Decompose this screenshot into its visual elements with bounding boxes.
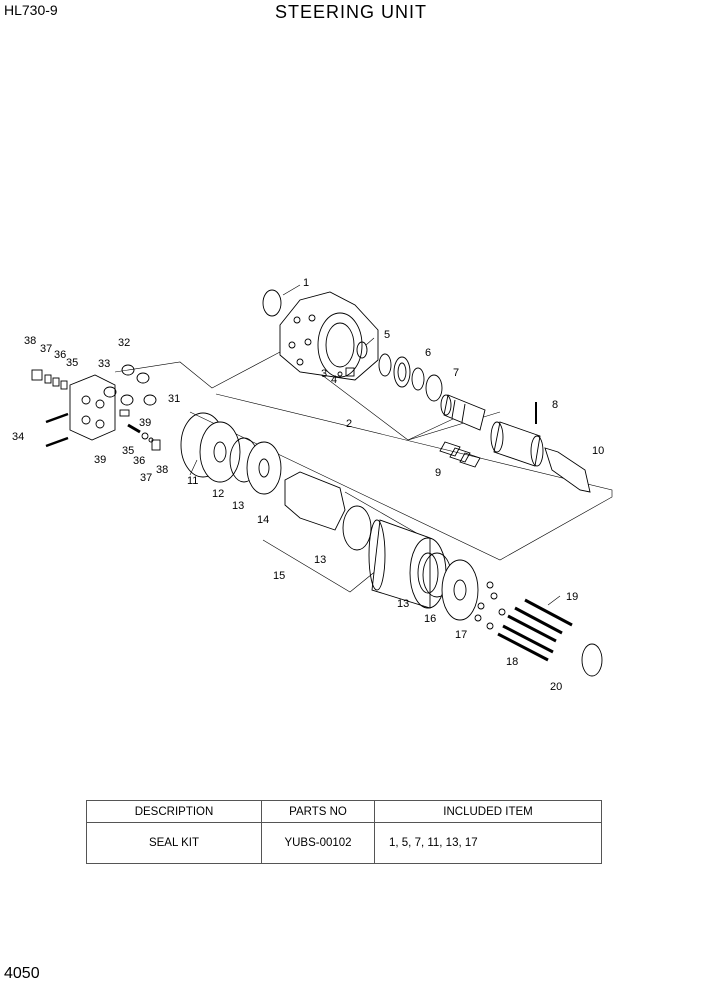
callout-7: 7 <box>453 367 459 379</box>
callout-17: 17 <box>455 629 467 641</box>
part-14-plate <box>246 441 282 495</box>
callout-16: 16 <box>424 613 436 625</box>
callout-13c: 13 <box>397 598 409 610</box>
callout-32: 32 <box>118 337 130 349</box>
callout-6: 6 <box>425 347 431 359</box>
callout-2: 2 <box>346 418 352 430</box>
callout-10: 10 <box>592 445 604 457</box>
callout-13a: 13 <box>232 500 244 512</box>
callout-37a: 37 <box>40 343 52 355</box>
end-cover <box>441 559 479 621</box>
callout-38a: 38 <box>24 335 36 347</box>
callout-36a: 36 <box>54 349 66 361</box>
callout-3: 3 <box>321 368 327 380</box>
header-description: DESCRIPTION <box>86 800 262 823</box>
callout-1: 1 <box>303 277 309 289</box>
callout-13b: 13 <box>314 554 326 566</box>
drive-shaft <box>544 447 591 493</box>
callout-38b: 38 <box>156 464 168 476</box>
callout-14: 14 <box>257 514 269 526</box>
callout-37b: 37 <box>140 472 152 484</box>
callout-36b: 36 <box>133 455 145 467</box>
cell-included-item: 1, 5, 7, 11, 13, 17 <box>374 822 602 864</box>
callout-18: 18 <box>506 656 518 668</box>
callout-labels: 1 2 3 4 5 6 7 8 9 10 11 12 13 14 15 13 1… <box>12 277 604 693</box>
table-header-row: DESCRIPTION PARTS NO INCLUDED ITEM <box>86 800 602 823</box>
page-title: STEERING UNIT <box>274 2 427 22</box>
callout-33: 33 <box>98 358 110 370</box>
callout-12: 12 <box>212 488 224 500</box>
table-row: SEAL KIT YUBS-00102 1, 5, 7, 11, 13, 17 <box>86 822 602 864</box>
callout-35a: 35 <box>66 357 78 369</box>
callout-20: 20 <box>550 681 562 693</box>
callout-5: 5 <box>384 329 390 341</box>
valve-block <box>69 374 116 441</box>
steering-housing <box>279 291 379 381</box>
header-included-item: INCLUDED ITEM <box>374 800 602 823</box>
callout-8: 8 <box>552 399 558 411</box>
callout-31: 31 <box>168 393 180 405</box>
cell-description: SEAL KIT <box>86 822 262 864</box>
callout-11: 11 <box>187 475 198 487</box>
callout-19: 19 <box>566 591 578 603</box>
seal-kit-table: DESCRIPTION PARTS NO INCLUDED ITEM SEAL … <box>86 800 602 864</box>
callout-34: 34 <box>12 431 24 443</box>
callout-35b: 35 <box>122 445 134 457</box>
part-12-plate <box>199 421 241 483</box>
callout-9: 9 <box>435 467 441 479</box>
part-1-oring <box>262 289 282 317</box>
callout-4: 4 <box>331 374 337 386</box>
spool <box>440 394 486 431</box>
callout-15: 15 <box>273 570 285 582</box>
part-20-oring <box>581 643 603 677</box>
callout-39a: 39 <box>139 417 151 429</box>
header-parts-no: PARTS NO <box>261 800 375 823</box>
gear-rotor <box>284 471 346 531</box>
model-label: HL730-9 <box>4 2 58 18</box>
page-number: 4050 <box>4 965 40 982</box>
gear-stator <box>368 519 447 609</box>
cell-parts-no: YUBS-00102 <box>261 822 375 864</box>
callout-39b: 39 <box>94 454 106 466</box>
sleeve <box>490 421 544 467</box>
